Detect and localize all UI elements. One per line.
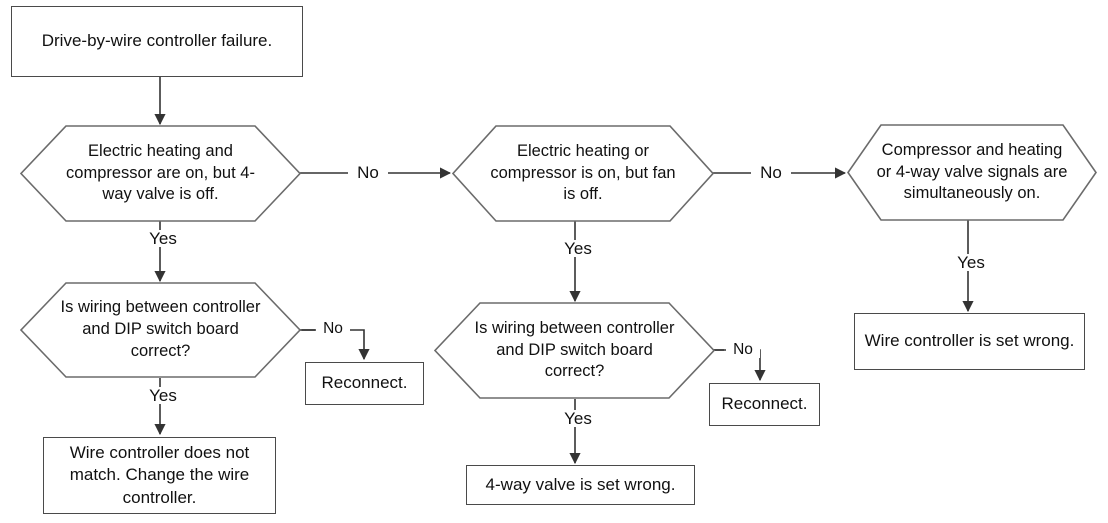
node-result-1-yes-label: Wire controller does not match. Change t… <box>69 442 250 507</box>
node-start: Drive-by-wire controller failure. <box>11 6 303 77</box>
node-result-2-reconnect-label: Reconnect. <box>721 394 808 414</box>
node-decision-2-wiring-label: Is wiring between controller and DIP swi… <box>474 318 675 381</box>
edge-label-decision1-yes: Yes <box>135 230 191 247</box>
node-decision-1-wiring: Is wiring between controller and DIP swi… <box>20 282 301 378</box>
edge-label-decision1-no: No <box>348 164 388 181</box>
node-decision-1-label: Electric heating and compressor are on, … <box>66 141 255 204</box>
node-decision-2: Electric heating or compressor is on, bu… <box>452 125 714 222</box>
node-decision-2-label: Electric heating or compressor is on, bu… <box>490 141 676 204</box>
node-decision-3-label: Compressor and heating or 4-way valve si… <box>876 140 1068 203</box>
edge-label-wiring2-yes: Yes <box>550 410 606 427</box>
hexagon-shape <box>452 125 714 222</box>
node-start-label: Drive-by-wire controller failure. <box>41 31 273 51</box>
node-decision-2-wiring: Is wiring between controller and DIP swi… <box>434 302 715 399</box>
node-result-2-yes-label: 4-way valve is set wrong. <box>485 474 676 494</box>
hexagon-shape <box>20 125 301 222</box>
edge-label-decision2-yes: Yes <box>550 240 606 257</box>
edge-label-wiring2-no: No <box>726 342 760 358</box>
node-decision-1: Electric heating and compressor are on, … <box>20 125 301 222</box>
edge-label-wiring1-no: No <box>316 321 350 337</box>
node-decision-1-wiring-label: Is wiring between controller and DIP swi… <box>60 298 261 360</box>
edge-label-decision2-no: No <box>751 164 791 181</box>
node-result-1-reconnect-label: Reconnect. <box>321 373 408 393</box>
node-result-3-yes-label: Wire controller is set wrong. <box>864 331 1075 351</box>
node-result-2-yes: 4-way valve is set wrong. <box>466 465 695 505</box>
hexagon-shape <box>434 302 715 399</box>
edge-label-decision3-yes: Yes <box>943 254 999 271</box>
node-result-2-reconnect: Reconnect. <box>709 383 820 426</box>
hexagon-shape <box>20 282 301 378</box>
node-result-1-yes: Wire controller does not match. Change t… <box>43 437 276 514</box>
node-result-3-yes: Wire controller is set wrong. <box>854 313 1085 370</box>
hexagon-shape <box>847 124 1097 221</box>
edge-label-wiring1-yes: Yes <box>135 387 191 404</box>
node-result-1-reconnect: Reconnect. <box>305 362 424 405</box>
node-decision-3: Compressor and heating or 4-way valve si… <box>847 124 1097 221</box>
